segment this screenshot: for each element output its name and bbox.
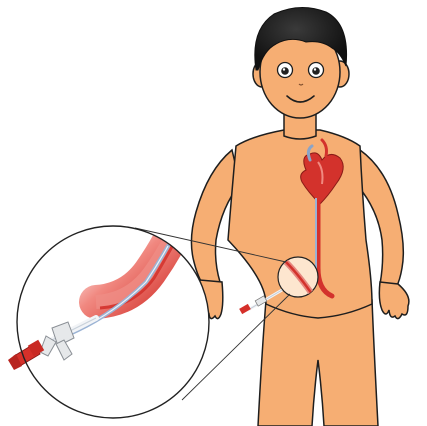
left-eye (278, 63, 293, 78)
right-eye (309, 63, 324, 78)
right-hand (379, 282, 409, 319)
legs (258, 300, 378, 426)
boy-head (253, 7, 349, 118)
magnifier-circle (8, 226, 209, 418)
